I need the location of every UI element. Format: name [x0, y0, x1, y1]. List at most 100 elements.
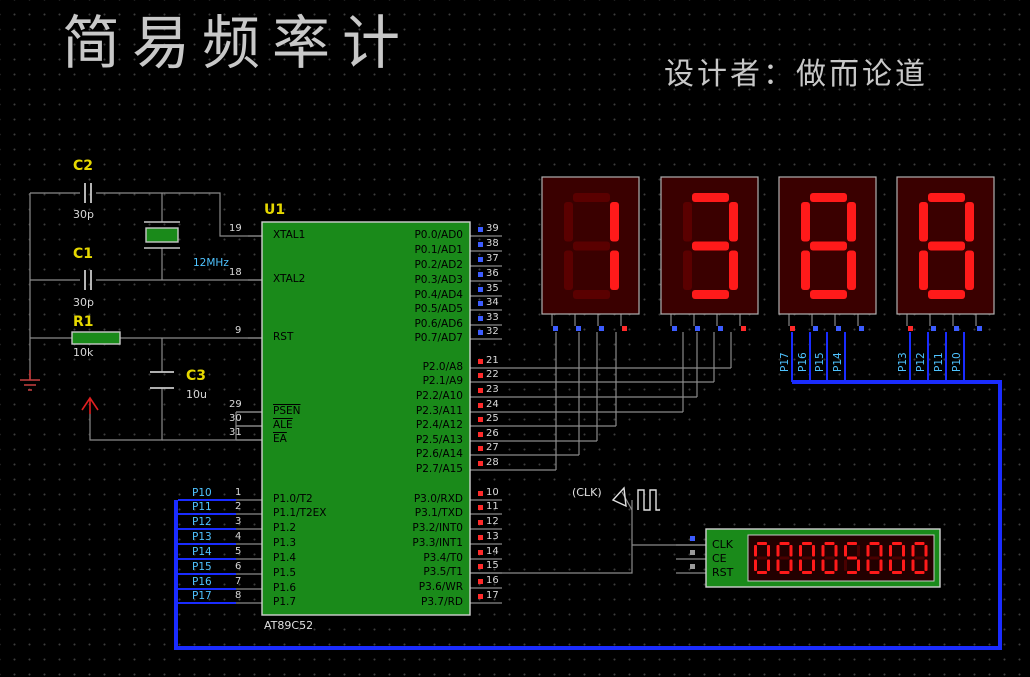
counter-digit-4-segment-d	[824, 571, 835, 574]
counter-digit-5-segment-d	[847, 571, 857, 574]
seven-segment-display-2-segment-a	[692, 193, 729, 202]
counter-digit-3-segment-g	[802, 556, 812, 560]
mcu-pin-number-3: 3	[235, 516, 242, 527]
mcu-pin-name-9: RST	[273, 331, 294, 343]
counter-digit-7-segment-d	[892, 571, 902, 574]
counter-digit-7-segment-a	[892, 542, 902, 545]
mcu-pin-number-35: 35	[486, 283, 499, 294]
mcu-pin-number-34: 34	[486, 297, 499, 308]
pin-marker	[478, 535, 483, 540]
mcu-pin-number-8: 8	[235, 590, 242, 601]
mcu-pin-number-22: 22	[486, 369, 499, 380]
pin-marker	[478, 359, 483, 364]
mcu-pin-number-10: 10	[486, 487, 499, 498]
mcu-pin-name-2: P1.1/T2EX	[273, 507, 327, 519]
counter-digit-1-segment-e	[754, 559, 757, 571]
pin-marker	[478, 301, 483, 306]
counter-digit-5-segment-f	[844, 545, 847, 557]
mcu-pin-name-22: P2.1/A9	[422, 375, 463, 387]
pin-marker	[813, 326, 818, 331]
pin-marker	[478, 594, 483, 599]
mcu-body	[261, 221, 471, 616]
counter-digit-8-segment-a	[914, 542, 925, 545]
mcu-pin-name-18: XTAL2	[273, 273, 306, 285]
counter-digit-7-segment-f	[889, 545, 892, 557]
display-bus-label-P14: P14	[832, 352, 844, 372]
pin-marker	[478, 330, 483, 335]
mcu-pin-number-27: 27	[486, 442, 499, 453]
seven-segment-display-1-segment-e	[564, 250, 573, 290]
counter-digit-6-segment-d	[869, 571, 880, 574]
counter-digit-2-segment-g	[779, 556, 790, 560]
pin-marker	[718, 326, 723, 331]
resistor-r1	[71, 331, 121, 345]
bus-label-P13: P13	[192, 531, 212, 543]
bus-label-P16: P16	[192, 576, 212, 588]
seven-segment-display-2-segment-g	[692, 241, 729, 251]
pin-marker	[741, 326, 746, 331]
mcu-pin-name-13: P3.3/INT1	[412, 537, 463, 549]
counter-digit-8-segment-c	[924, 559, 928, 571]
reset-cap-wire	[89, 338, 163, 441]
seven-segment-display-1-segment-a	[573, 193, 610, 202]
pin-marker	[859, 326, 864, 331]
pin-marker	[478, 417, 483, 422]
mcu-pin-name-14: P3.4/T0	[423, 552, 463, 564]
counter-digit-4-segment-c	[834, 559, 838, 571]
bus-label-P12: P12	[192, 516, 212, 528]
c3-ref: C3	[186, 368, 207, 384]
mcu-pin-number-33: 33	[486, 312, 499, 323]
vcc-symbol	[81, 396, 99, 414]
c2-ref: C2	[73, 158, 94, 174]
pin-marker	[478, 564, 483, 569]
counter-digit-1-segment-d	[757, 571, 767, 574]
seven-segment-display-4-segment-a	[928, 193, 965, 202]
mcu-pin-name-3: P1.2	[273, 522, 297, 534]
pin-marker	[478, 272, 483, 277]
pin-marker	[931, 326, 936, 331]
counter-digit-7-segment-g	[892, 556, 902, 560]
counter-digit-4-segment-a	[824, 542, 835, 545]
counter-digit-8-segment-f	[911, 545, 915, 557]
mcu-pin-number-26: 26	[486, 428, 499, 439]
counter-digit-5-segment-b	[857, 545, 860, 557]
mcu-pin-name-12: P3.2/INT0	[412, 522, 463, 534]
mcu-pin-name-28: P2.7/A15	[415, 463, 463, 475]
mcu-pin-number-16: 16	[486, 575, 499, 586]
mcu-pin-name-16: P3.6/WR	[418, 581, 463, 593]
mcu-pin-number-7: 7	[235, 576, 242, 587]
seven-segment-display-4-segment-f	[919, 202, 928, 242]
pin-marker	[478, 242, 483, 247]
pin-marker	[690, 536, 695, 541]
mcu-pin-number-29: 29	[229, 399, 242, 410]
mcu-pin-number-9: 9	[235, 325, 242, 336]
mcu-pin-name-31: EA	[273, 433, 287, 445]
mcu-pin-name-8: P1.7	[273, 596, 297, 608]
counter-digit-1-segment-b	[767, 545, 770, 557]
counter-screen	[747, 534, 935, 582]
mcu-pin-name-7: P1.6	[273, 582, 297, 594]
mcu-pin-number-11: 11	[486, 501, 499, 512]
pin-marker	[690, 564, 695, 569]
mcu-pin-number-32: 32	[486, 326, 499, 337]
mcu-ref: U1	[264, 202, 286, 218]
pin-marker	[836, 326, 841, 331]
counter-digit-7-segment-e	[889, 559, 892, 571]
pin-marker	[690, 550, 695, 555]
counter-digit-5-segment-g	[847, 556, 857, 560]
counter-digit-6-segment-c	[879, 559, 883, 571]
mcu-pin-number-23: 23	[486, 384, 499, 395]
c3-value: 10u	[186, 388, 207, 401]
counter-digit-8-segment-b	[924, 545, 928, 557]
mcu-pin-number-4: 4	[235, 531, 242, 542]
crystal-value: 12MHz	[193, 257, 229, 269]
mcu-pin-number-18: 18	[229, 267, 242, 278]
seven-segment-display-2-segment-e	[683, 250, 692, 290]
seven-segment-display-1-segment-b	[610, 202, 619, 242]
p1-bus	[174, 380, 1002, 650]
seven-segment-display-2-segment-d	[692, 290, 729, 299]
counter-digit-6-segment-b	[879, 545, 883, 557]
pin-marker	[672, 326, 677, 331]
counter-digit-4-segment-f	[821, 545, 825, 557]
